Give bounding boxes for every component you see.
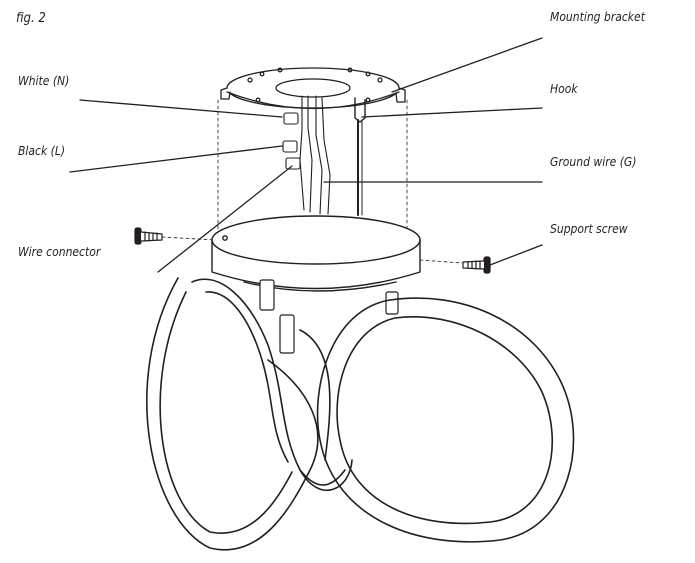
callout-hook: Hook bbox=[550, 82, 578, 96]
canopy-posts bbox=[259, 279, 399, 354]
leader-lines bbox=[69, 37, 543, 273]
callout-wire-connector: Wire connector bbox=[18, 245, 101, 259]
supply-wires bbox=[299, 95, 331, 215]
callout-black-live: Black (L) bbox=[18, 144, 66, 158]
mounting-bracket bbox=[220, 67, 406, 110]
canopy bbox=[211, 215, 421, 292]
callout-mounting-bracket: Mounting bracket bbox=[550, 10, 645, 24]
support-screw-right bbox=[462, 256, 491, 274]
figure-label: fig. 2 bbox=[16, 11, 46, 26]
callout-support-screw: Support screw bbox=[550, 222, 628, 236]
support-screw-left bbox=[134, 227, 163, 245]
led-rings bbox=[146, 277, 575, 551]
wire-connectors bbox=[282, 112, 301, 170]
callout-ground-wire: Ground wire (G) bbox=[550, 155, 637, 169]
callout-white-neutral: White (N) bbox=[18, 74, 70, 88]
hook bbox=[354, 97, 366, 216]
